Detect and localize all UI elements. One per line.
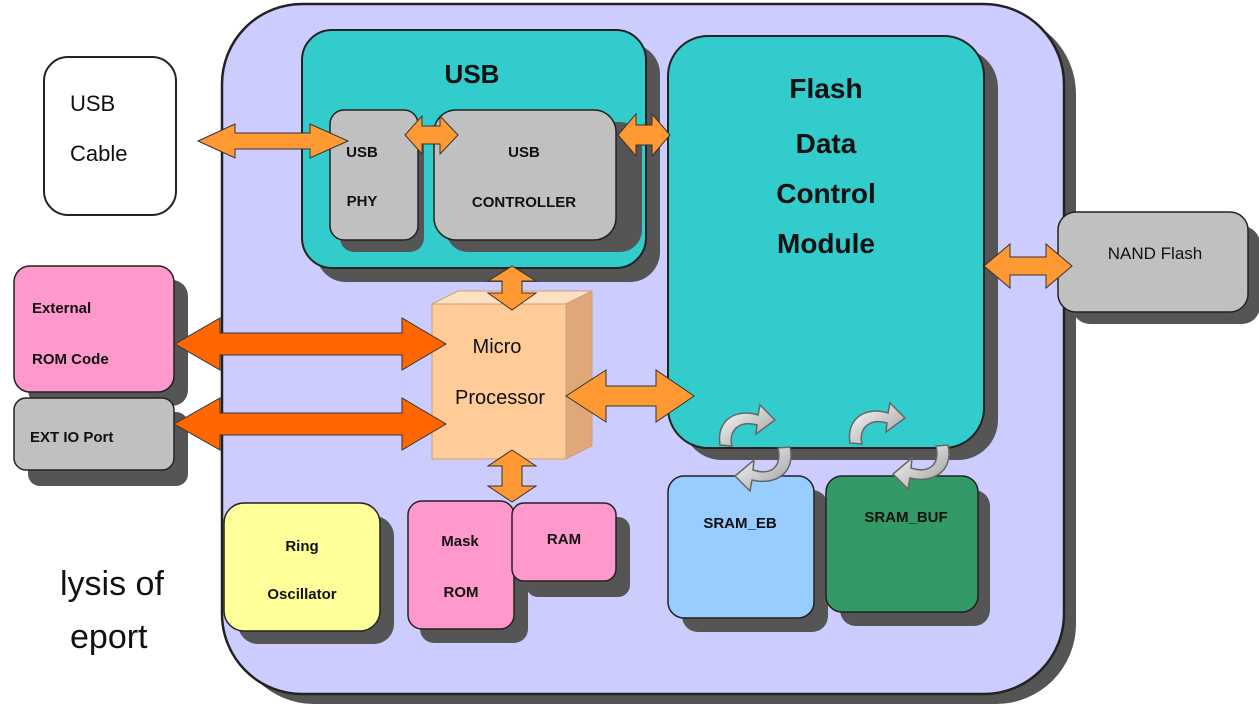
mask-rom-label-line1: Mask — [441, 533, 479, 550]
usb-controller-box: USB CONTROLLER — [433, 109, 642, 252]
mask-rom-label-line2: ROM — [444, 584, 479, 601]
arrow-extrom-micro — [174, 317, 447, 371]
sram-buf-label: SRAM_BUF — [864, 509, 947, 526]
flash-module-label-line2: Data — [796, 128, 857, 159]
usb-cable-label-line1: USB — [70, 91, 115, 116]
arrow-controller-flash — [617, 112, 671, 158]
usb-phy-label-line2: PHY — [347, 193, 378, 210]
flash-module-label-line1: Flash — [789, 73, 862, 104]
ring-oscillator-box: Ring Oscillator — [223, 502, 394, 644]
arrow-micro-memory — [486, 449, 538, 503]
usb-block-title: USB — [445, 59, 500, 89]
nand-flash-box: NAND Flash — [1057, 211, 1259, 324]
arrow-phy-controller — [404, 114, 459, 156]
flash-module-label-line3: Control — [776, 178, 876, 209]
microprocessor-label-line1: Micro — [473, 336, 522, 358]
sram-eb-exchange-icon — [718, 403, 792, 493]
sram-buf-box: SRAM_BUF — [825, 475, 990, 626]
sram-buf-exchange-icon — [848, 401, 950, 491]
microprocessor-box: Micro Processor — [431, 290, 593, 460]
flash-data-control-module: Flash Data Control Module — [667, 35, 998, 460]
external-rom-box: External ROM Code — [13, 265, 188, 406]
partial-text-line2: eport — [70, 618, 148, 656]
external-rom-label-line1: External — [32, 300, 91, 317]
microprocessor-label-line2: Processor — [455, 387, 545, 409]
sram-eb-label: SRAM_EB — [703, 515, 777, 532]
usb-phy-box: USB PHY — [329, 109, 424, 252]
usb-phy-label-line1: USB — [346, 144, 378, 161]
ext-io-port-label: EXT IO Port — [30, 429, 113, 446]
ram-label: RAM — [547, 531, 581, 548]
arrow-usb-micro — [486, 265, 538, 311]
partial-text-line1: lysis of — [60, 565, 164, 603]
external-rom-label-line2: ROM Code — [32, 351, 109, 368]
sram-eb-box: SRAM_EB — [667, 475, 828, 632]
usb-cable-box: USB Cable — [43, 56, 177, 216]
nand-flash-label: NAND Flash — [1108, 244, 1202, 263]
arrow-flash-nand — [983, 242, 1073, 290]
usb-controller-label-line1: USB — [508, 144, 540, 161]
mask-rom-box: Mask ROM — [407, 500, 528, 643]
ring-oscillator-label-line2: Oscillator — [267, 586, 336, 603]
arrow-cable-phy — [196, 123, 350, 159]
ram-box: RAM — [511, 502, 630, 597]
ext-io-port-box: EXT IO Port — [13, 397, 188, 486]
flash-module-label-line4: Module — [777, 228, 875, 259]
arrow-micro-flash — [565, 369, 695, 423]
ring-oscillator-label-line1: Ring — [285, 538, 318, 555]
usb-cable-label-line2: Cable — [70, 141, 127, 166]
arrow-extio-micro — [172, 397, 447, 451]
usb-controller-label-line2: CONTROLLER — [472, 194, 576, 211]
